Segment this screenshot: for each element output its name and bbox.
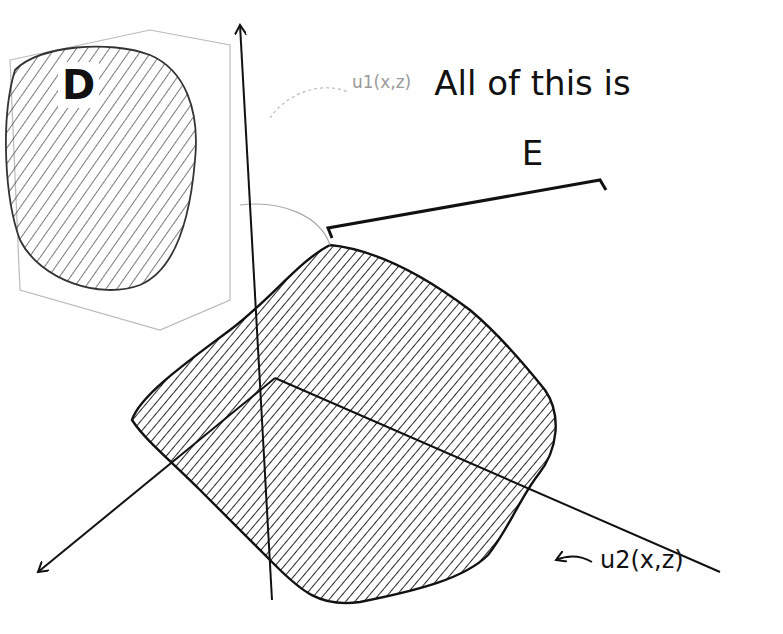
region-d <box>6 47 196 290</box>
u1-surface-edge <box>240 204 330 245</box>
u1-leader <box>270 88 348 118</box>
x-axis <box>38 378 275 572</box>
vertical-axis <box>240 25 272 600</box>
region-label: D <box>58 62 99 108</box>
region-note: All of this is E <box>425 48 640 188</box>
surface-label: u1(x,z) <box>352 72 411 92</box>
z-axis <box>275 378 720 572</box>
bracket <box>328 180 606 238</box>
region-e <box>132 245 556 603</box>
surface-label: u2(x,z) <box>600 546 684 574</box>
u2-leader <box>556 556 592 562</box>
